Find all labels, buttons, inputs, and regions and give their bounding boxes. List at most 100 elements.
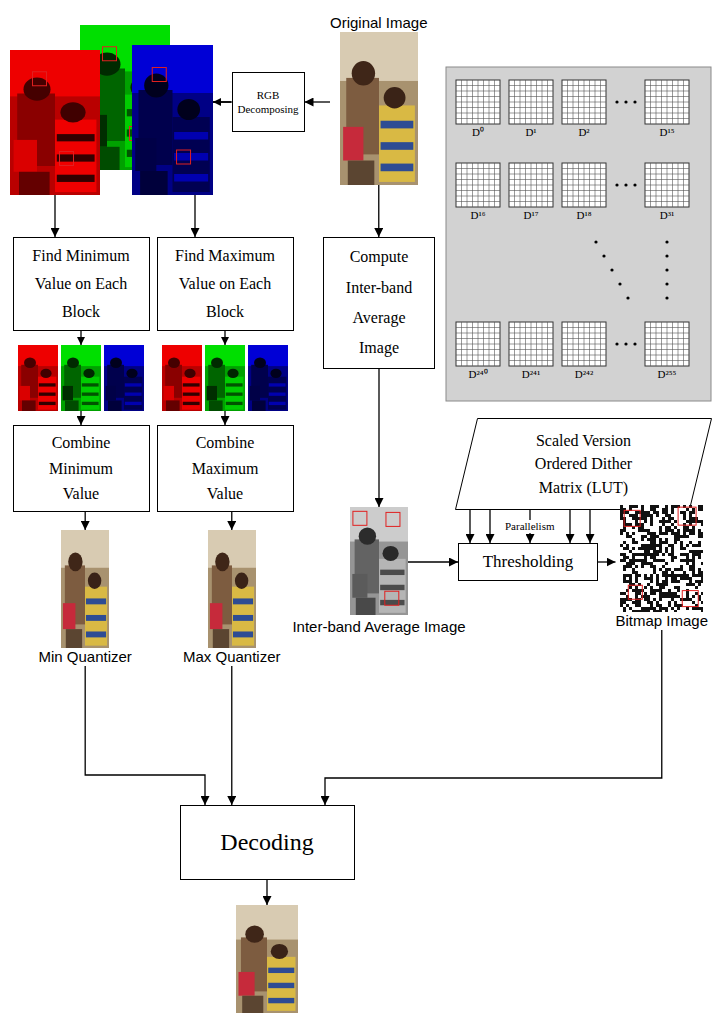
- photo-group: [236, 905, 298, 1013]
- photo-patch: [268, 983, 294, 988]
- photo-patch: [233, 631, 253, 637]
- block-outline: [629, 585, 643, 599]
- node-text: Bitmap Image: [616, 612, 709, 630]
- node-text: Compute Inter-band Average Image: [334, 242, 424, 364]
- photo-patch: [382, 546, 398, 561]
- parallel-arrow: [569, 510, 570, 543]
- parallel-arrow: [489, 510, 490, 543]
- matrix-grid: [683, 163, 684, 207]
- photo-patch: [351, 61, 374, 85]
- matrix-label: D²⁵⁵: [658, 368, 677, 380]
- matrix-grid: [456, 344, 500, 345]
- photo-patch: [182, 377, 200, 410]
- matrix-grid: [542, 163, 543, 207]
- photo-patch: [66, 629, 82, 648]
- photo-patch: [248, 345, 288, 366]
- photo-patch: [132, 45, 213, 93]
- photo-group: [162, 345, 202, 411]
- matrix-grid: [456, 349, 500, 350]
- bitmap-dots: [620, 505, 703, 612]
- photo-patch: [210, 603, 222, 629]
- ellipsis-dot: [624, 100, 627, 103]
- photo-patch: [68, 552, 82, 571]
- photo-patch: [227, 369, 238, 378]
- photo-group: [340, 32, 418, 185]
- photo-patch: [82, 402, 99, 405]
- matrix-grid: [547, 163, 548, 207]
- matrix-grid: [678, 163, 679, 207]
- red-channel-block: [18, 345, 58, 411]
- photo-patch: [235, 572, 248, 589]
- flow-arrow: [378, 369, 379, 507]
- decoded-image: [236, 905, 298, 1013]
- flow-arrow: [378, 185, 379, 237]
- matrix-grid: [595, 322, 596, 366]
- node-text: Thresholding: [465, 552, 591, 572]
- photo-patch: [270, 369, 281, 378]
- flow-arrow: [85, 512, 86, 530]
- dither-matrix: [645, 80, 689, 124]
- matrix-grid: [456, 190, 500, 191]
- matrix-grid: [672, 322, 673, 366]
- node-text: Scaled Version Ordered Dither Matrix (LU…: [523, 429, 644, 499]
- photo-patch: [61, 530, 109, 648]
- photo-patch: [124, 377, 142, 410]
- photo-patch: [343, 127, 363, 161]
- flow-arrow: [231, 512, 232, 530]
- matrix-grid: [509, 113, 553, 114]
- node-text: Combine Maximum Value: [176, 430, 275, 507]
- photo-patch: [67, 358, 79, 369]
- dither-matrix: [562, 80, 606, 124]
- matrix-grid: [600, 163, 601, 207]
- matrix-grid: [645, 107, 689, 108]
- ellipsis-dot: [610, 268, 613, 271]
- matrix-grid: [600, 322, 601, 366]
- process-box: Thresholding: [458, 543, 598, 581]
- matrix-grid: [509, 196, 553, 197]
- picture: [620, 505, 703, 612]
- block-outline: [353, 511, 367, 525]
- matrix-label: D¹⁶: [470, 209, 485, 221]
- photo-group: [208, 530, 256, 648]
- photo-patch: [88, 572, 101, 589]
- matrix-label: D²⁴⁰: [468, 368, 487, 380]
- matrix-grid: [562, 344, 606, 345]
- matrix-grid: [456, 118, 500, 119]
- matrix-label: D²⁴²: [575, 368, 593, 380]
- photo-patch: [183, 383, 200, 386]
- photo-patch: [135, 138, 156, 171]
- photo-patch: [380, 585, 404, 590]
- flow-arrow: [305, 101, 331, 102]
- photo-patch: [211, 358, 223, 369]
- dither-matrix: [645, 163, 689, 207]
- matrix-label: D¹⁷: [523, 209, 538, 221]
- matrix-grid: [509, 102, 553, 103]
- picture: [61, 530, 109, 648]
- node-text: Min Quantizer: [39, 648, 132, 666]
- photo-patch: [233, 598, 253, 604]
- photo-patch: [81, 377, 99, 410]
- photo-patch: [108, 400, 122, 411]
- matrix-grid: [645, 360, 689, 361]
- ellipsis-dot: [665, 254, 668, 257]
- photo-patch: [352, 574, 367, 598]
- dither-matrix: [562, 163, 606, 207]
- process-box: Compute Inter-band Average Image: [323, 237, 435, 369]
- photo-patch: [82, 383, 99, 386]
- arrow-head: [213, 98, 221, 106]
- process-box: Decoding: [180, 805, 355, 880]
- photo-patch: [65, 400, 79, 411]
- ellipsis-dot: [665, 268, 668, 271]
- photo-patch: [162, 345, 202, 411]
- photo-patch: [38, 377, 56, 410]
- photo-patch: [82, 393, 99, 396]
- node-text: Decoding: [189, 828, 346, 857]
- photo-patch: [125, 383, 142, 386]
- matrix-grid: [489, 322, 490, 366]
- image-node: Original Image: [330, 14, 428, 185]
- photo-patch: [209, 400, 223, 411]
- arrow-head: [221, 337, 229, 345]
- photo-patch: [57, 175, 95, 182]
- matrix-grid: [645, 118, 689, 119]
- matrix-grid: [672, 163, 673, 207]
